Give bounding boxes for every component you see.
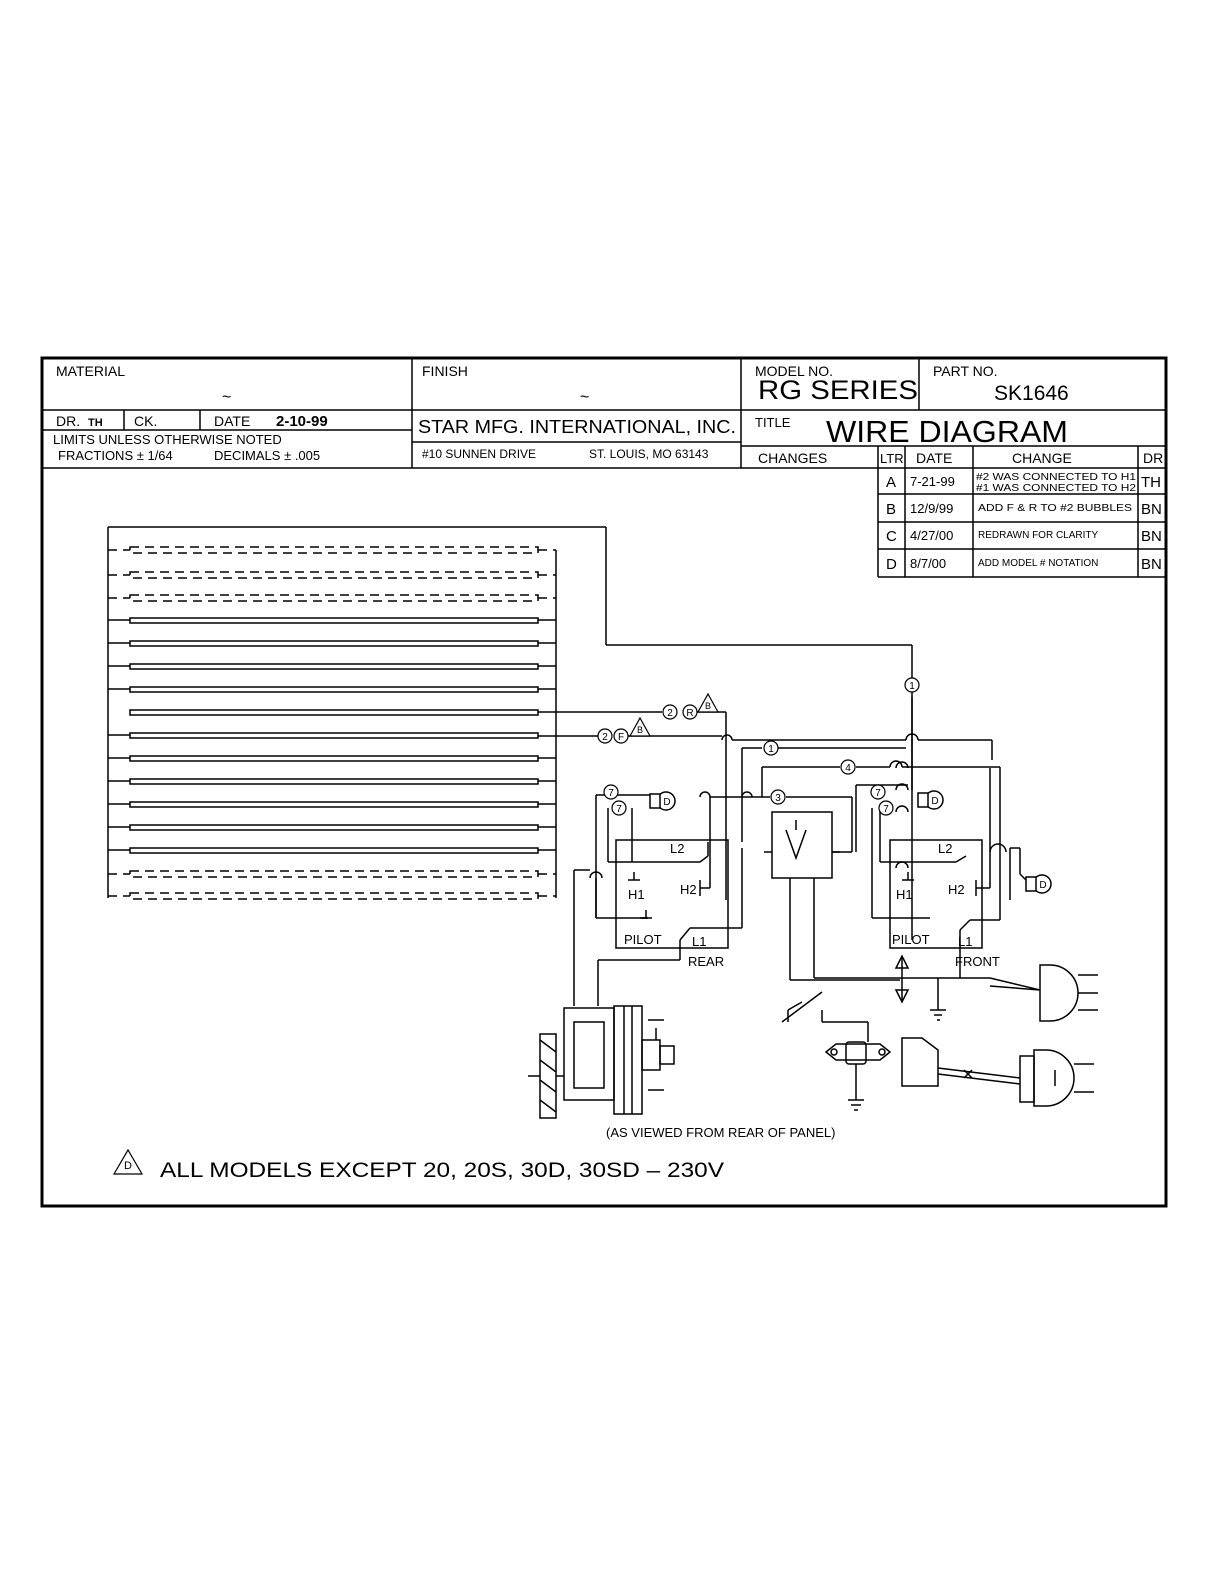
footnote: D ALL MODELS EXCEPT 20, 20S, 30D, 30SD –… <box>112 1148 724 1182</box>
wire-letter: R <box>686 708 693 719</box>
changes-header-ltr: LTR <box>880 451 904 466</box>
change-row-text: #2 WAS CONNECTED TO H1 <box>976 472 1137 483</box>
date-value: 2-10-99 <box>276 413 328 430</box>
changes-header-change: CHANGE <box>1012 450 1072 466</box>
rear-thermostat-label: REAR <box>688 954 724 969</box>
rear-l1-label: L1 <box>692 934 706 949</box>
front-thermostat-label: FRONT <box>955 954 1000 969</box>
wire-number: 1 <box>768 744 774 755</box>
change-row-ltr: A <box>886 474 896 491</box>
revision-marker: B <box>705 701 711 711</box>
lamp-label: D <box>663 797 670 808</box>
wire-number: 7 <box>608 788 614 799</box>
change-row-date: 12/9/99 <box>910 501 953 516</box>
thermostat-labels: L2 H1 H2 PILOT L1 REAR L2 H1 H2 PILOT L1… <box>624 841 1000 969</box>
pilot-lamps <box>649 790 1052 894</box>
date-label: DATE <box>214 413 250 429</box>
view-note: (AS VIEWED FROM REAR OF PANEL) <box>606 1125 835 1140</box>
footnote-text: ALL MODELS EXCEPT 20, 20S, 30D, 30SD – 2… <box>160 1159 724 1182</box>
rear-l2-label: L2 <box>670 841 684 856</box>
material-value: ~ <box>222 389 231 406</box>
model-label: MODEL NO. <box>755 363 833 379</box>
wiring <box>528 697 1098 1119</box>
changes-label: CHANGES <box>758 450 827 466</box>
drawn-by-label: DR. <box>56 413 80 429</box>
front-l1-label: L1 <box>958 934 972 949</box>
footnote-marker: D <box>124 1160 132 1172</box>
wire-number: 2 <box>602 732 608 743</box>
rear-pilot-label: PILOT <box>624 932 662 947</box>
change-row-dr: TH <box>1141 474 1161 491</box>
address-street: #10 SUNNEN DRIVE <box>422 447 536 461</box>
change-row-ltr: B <box>886 501 896 518</box>
finish-value: ~ <box>580 389 589 406</box>
rear-h2-label: H2 <box>680 882 697 897</box>
finish-label: FINISH <box>422 363 468 379</box>
optional-heating-elements-top <box>108 546 556 602</box>
changes-header-date: DATE <box>916 450 952 466</box>
lamp-label: D <box>931 796 938 807</box>
wire-number: 2 <box>667 708 673 719</box>
wire-labels <box>597 677 920 816</box>
drawn-by-value: TH <box>88 417 103 429</box>
company-name: STAR MFG. INTERNATIONAL, INC. <box>418 417 736 437</box>
change-row-text: #1 WAS CONNECTED TO H2 <box>976 483 1137 494</box>
title-block-text: MATERIAL ~ FINISH ~ MODEL NO. RG SERIES … <box>53 363 1069 466</box>
wire-letter: F <box>618 732 624 743</box>
wire-number: 7 <box>883 804 889 815</box>
heating-elements <box>108 550 557 898</box>
material-label: MATERIAL <box>56 363 125 379</box>
wire-number: 7 <box>616 804 622 815</box>
wire-label-text: 1 2 R 2 F B B 1 4 3 7 7 7 7 <box>602 681 915 815</box>
change-row-text: ADD F & R TO #2 BUBBLES <box>978 503 1132 514</box>
revision-marker: B <box>637 725 643 735</box>
optional-heating-elements-bottom <box>108 870 556 900</box>
title-label: TITLE <box>755 415 791 430</box>
change-row-dr: BN <box>1141 556 1162 573</box>
wire-number: 7 <box>875 788 881 799</box>
front-h1-label: H1 <box>896 887 913 902</box>
lamp-label: D <box>1039 880 1046 891</box>
front-h2-label: H2 <box>948 882 965 897</box>
wire-number: 3 <box>775 793 781 804</box>
change-row-dr: BN <box>1141 501 1162 518</box>
drawing-title: WIRE DIAGRAM <box>826 414 1068 449</box>
title-block <box>40 356 1168 1208</box>
changes-header-dr: DR <box>1143 450 1163 466</box>
change-row-ltr: C <box>886 528 897 545</box>
model-value: RG SERIES <box>758 375 918 405</box>
part-value: SK1646 <box>994 382 1069 405</box>
address-city: ST. LOUIS, MO 63143 <box>589 447 709 461</box>
change-row-date: 4/27/00 <box>910 528 953 543</box>
change-row-date: 7-21-99 <box>910 474 955 489</box>
change-row-date: 8/7/00 <box>910 556 946 571</box>
front-pilot-label: PILOT <box>892 932 930 947</box>
change-row-dr: BN <box>1141 528 1162 545</box>
front-l2-label: L2 <box>938 841 952 856</box>
checked-label: CK. <box>134 413 157 429</box>
change-row-text: ADD MODEL # NOTATION <box>978 558 1098 569</box>
pilot-lamp-labels: D D D <box>663 796 1046 891</box>
fractions-text: FRACTIONS ± 1/64 <box>58 448 173 463</box>
limits-text: LIMITS UNLESS OTHERWISE NOTED <box>53 432 282 447</box>
wire-number: 4 <box>845 763 851 774</box>
changes-table: LTR DATE CHANGE DR A 7-21-99 #2 WAS CONN… <box>877 446 1166 578</box>
rear-h1-label: H1 <box>628 887 645 902</box>
wire-number: 1 <box>909 681 915 692</box>
part-label: PART NO. <box>933 363 998 379</box>
change-row-text: REDRAWN FOR CLARITY <box>978 530 1099 541</box>
decimals-text: DECIMALS ± .005 <box>214 448 320 463</box>
change-row-ltr: D <box>886 556 897 573</box>
